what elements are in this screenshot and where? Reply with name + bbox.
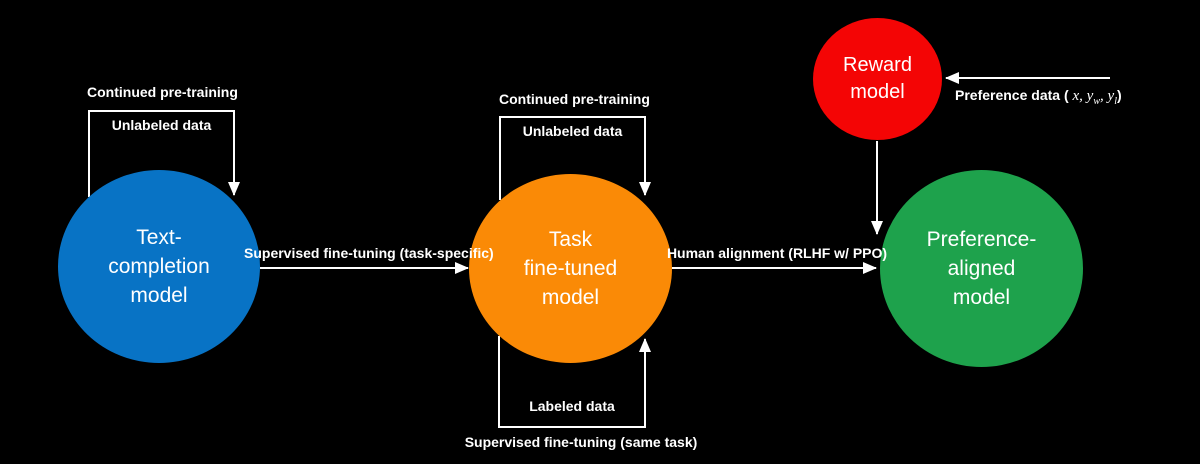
preference-data-label: Preference data ( x, yw, yl) xyxy=(955,87,1122,107)
node-preference-aligned-model: Preference- aligned model xyxy=(880,170,1083,367)
preference-sep1: , xyxy=(1079,88,1087,104)
preference-sep2: , xyxy=(1100,88,1108,104)
orange-top-loop-arrow xyxy=(499,116,651,200)
orange-bottom-loop-title: Supervised fine-tuning (same task) xyxy=(464,434,698,450)
preference-var-x: x xyxy=(1072,88,1080,104)
orange-bottom-loop-data-label: Labeled data xyxy=(529,398,615,414)
preference-var-yw: yw xyxy=(1086,88,1101,107)
rlhf-arrow-label: Human alignment (RLHF w/ PPO) xyxy=(666,245,888,261)
node-text-completion-model: Text- completion model xyxy=(58,170,260,363)
node-reward-model: Reward model xyxy=(813,18,942,140)
orange-top-loop-data-label: Unlabeled data xyxy=(522,123,623,139)
node-task-fine-tuned-model: Task fine-tuned model xyxy=(469,174,672,363)
preference-var-yl: yl xyxy=(1107,88,1117,107)
blue-loop-title: Continued pre-training xyxy=(87,84,238,100)
blue-loop-data-label: Unlabeled data xyxy=(111,117,212,133)
orange-bottom-loop-arrow xyxy=(498,336,651,428)
sft-arrow-label: Supervised fine-tuning (task-specific) xyxy=(244,245,494,261)
preference-data-prefix: Preference data ( xyxy=(955,87,1073,103)
preference-data-suffix: ) xyxy=(1116,87,1122,103)
blue-loop-arrow xyxy=(88,110,240,197)
orange-top-loop-title: Continued pre-training xyxy=(499,91,650,107)
